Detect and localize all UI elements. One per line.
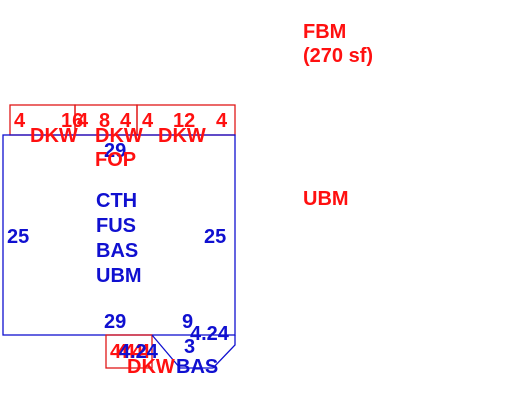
area-code-label: FUS xyxy=(96,215,136,237)
bay-window-outline xyxy=(151,334,236,369)
deck-dim-label: 4 xyxy=(120,110,132,132)
stoop-dim-label: 4 xyxy=(117,341,129,363)
deck-type-label: DKW xyxy=(158,125,206,147)
deck-dim-label: 4 xyxy=(14,110,26,132)
top-dimension-label: 29 xyxy=(104,140,127,162)
right-dimension-label: 25 xyxy=(204,226,227,248)
fbm-label: FBM xyxy=(303,21,347,43)
deck-dim-label: 16 xyxy=(61,110,84,132)
fop-label: FOP xyxy=(95,149,137,171)
bay-dim-label: 3 xyxy=(184,336,196,358)
deck-dim-label: 4 xyxy=(77,110,89,132)
stoop-dim-label: 4 xyxy=(110,341,122,363)
bay-dim-label: 4.24 xyxy=(119,341,158,363)
deck-type-label: DKW xyxy=(30,125,78,147)
stoop-dim-label: 4 xyxy=(139,341,151,363)
deck-dim-label: 4 xyxy=(142,110,154,132)
deck-dim-label: 8 xyxy=(99,110,111,132)
deck-type-label: DKW xyxy=(95,125,143,147)
deck-dim-label: 12 xyxy=(173,110,196,132)
fbm-area-label: (270 sf) xyxy=(303,45,374,67)
bottom-stoop-outline xyxy=(105,334,153,369)
stoop-type-label: DKW xyxy=(127,356,175,378)
bay-dim-label: 9 xyxy=(182,311,194,333)
bottom-dimension-label: 29 xyxy=(104,311,127,333)
area-code-label: CTH xyxy=(96,190,138,212)
bay-type-label: BAS xyxy=(176,356,219,378)
stoop-dim-label: 4 xyxy=(124,341,136,363)
deck-dim-label: 4 xyxy=(216,110,228,132)
area-code-label: UBM xyxy=(96,265,142,287)
area-code-label: BAS xyxy=(96,240,139,262)
stoop-dim-label: 4 xyxy=(132,341,144,363)
ubm-side-label: UBM xyxy=(303,188,349,210)
left-dimension-label: 25 xyxy=(7,226,30,248)
bay-dim-label: 4.24 xyxy=(190,323,229,345)
